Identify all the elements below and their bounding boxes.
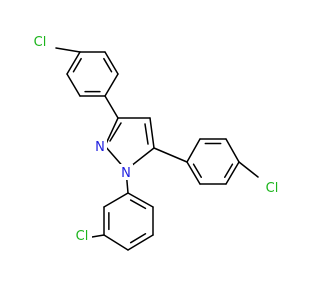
right-phenyl-bond — [186, 138, 201, 163]
bottom-chlorine-bond — [91, 234, 105, 238]
bottom-phenyl-double-bond — [129, 233, 147, 244]
right-phenyl-bond — [225, 161, 240, 185]
bottom-phenyl-bond — [103, 192, 129, 208]
top-phenyl-bond — [104, 51, 119, 75]
right-phenyl-link-bond — [153, 147, 188, 163]
right-phenyl-bond — [225, 138, 240, 163]
chlorine-atom-right: Cl — [266, 181, 279, 196]
pyrazole-double-bond — [144, 123, 149, 145]
label-mask — [28, 33, 50, 49]
pyrazole-bond — [149, 117, 155, 149]
chlorine-atom-bottom: Cl — [76, 229, 89, 244]
label-mask — [260, 179, 282, 195]
top-phenyl-double-bond — [72, 57, 82, 73]
right-phenyl-bond — [186, 161, 201, 185]
bottom-phenyl-bond — [127, 234, 154, 251]
bond-lines — [55, 47, 259, 251]
top-phenyl-link-bond — [104, 95, 119, 119]
label-mask — [119, 164, 133, 180]
chlorine-atom-top: Cl — [34, 35, 47, 50]
bottom-phenyl-bond — [127, 192, 154, 208]
pyrazole-bond — [104, 117, 119, 147]
nitrogen-atom-2: N — [95, 140, 105, 155]
atom-labels: Cl Cl Cl N N — [28, 33, 282, 244]
nitrogen-atom-1: N — [121, 166, 131, 181]
top-phenyl-bond — [66, 51, 81, 75]
top-phenyl-bond — [66, 73, 81, 97]
top-chlorine-bond — [55, 47, 81, 53]
label-mask — [70, 227, 92, 243]
bottom-phenyl-double-bond — [129, 199, 147, 210]
molecule-structure: Cl Cl Cl N N — [28, 33, 282, 251]
label-mask — [93, 138, 107, 154]
bottom-phenyl-bond — [103, 234, 129, 251]
right-chlorine-bond — [238, 161, 259, 178]
top-phenyl-double-bond — [103, 57, 113, 73]
pyrazole-double-bond — [109, 122, 122, 142]
right-phenyl-double-bond — [192, 163, 202, 178]
right-phenyl-double-bond — [224, 163, 234, 178]
top-phenyl-bond — [104, 73, 119, 97]
